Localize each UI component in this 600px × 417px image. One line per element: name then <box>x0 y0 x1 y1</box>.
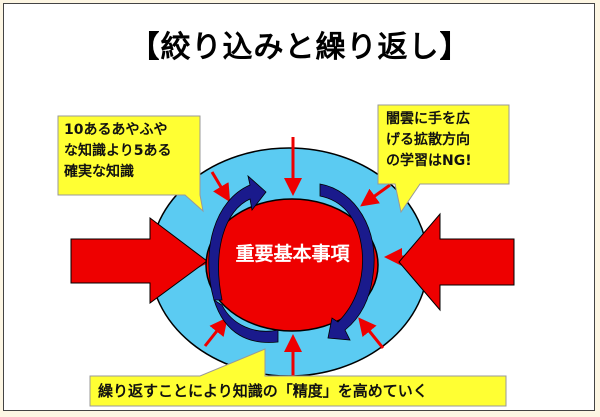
small-arrow <box>203 317 228 347</box>
callout-left-shape <box>57 115 204 213</box>
cycle-arrows <box>208 174 375 343</box>
big-arrow-right <box>398 212 515 312</box>
cycle-arrow-right <box>319 183 375 341</box>
callout-bottom: 繰り返すことにより知識の「精度」を高めていく <box>98 382 428 400</box>
callout-line: の学習はNG! <box>386 153 472 169</box>
slide-title: 【絞り込みと繰り返し】 <box>129 30 471 65</box>
core-ellipse <box>205 198 379 332</box>
small-arrow <box>210 171 231 203</box>
core-label: 重要基本事項 <box>235 243 350 265</box>
callout-line: 闇雲に手を広 <box>386 111 470 127</box>
big-arrow-left <box>70 216 208 304</box>
small-arrow <box>360 183 391 207</box>
callout-bottom-shape <box>89 348 507 407</box>
callout-right-shape <box>377 104 510 214</box>
cycle-arrow-top-left <box>208 174 267 301</box>
callout-left: 10あるあやふや な知識より5ある 確実な知識 <box>64 120 171 183</box>
small-arrow <box>358 317 385 349</box>
callout-line: 確実な知識 <box>64 164 134 180</box>
callout-right: 闇雲に手を広 げる拡散方向 の学習はNG! <box>386 109 472 172</box>
cycle-arrow-bottom-left <box>213 299 279 343</box>
callout-line: げる拡散方向 <box>386 132 470 148</box>
callout-line: 10あるあやふや <box>64 122 168 138</box>
callout-line: な知識より5ある <box>64 143 172 159</box>
